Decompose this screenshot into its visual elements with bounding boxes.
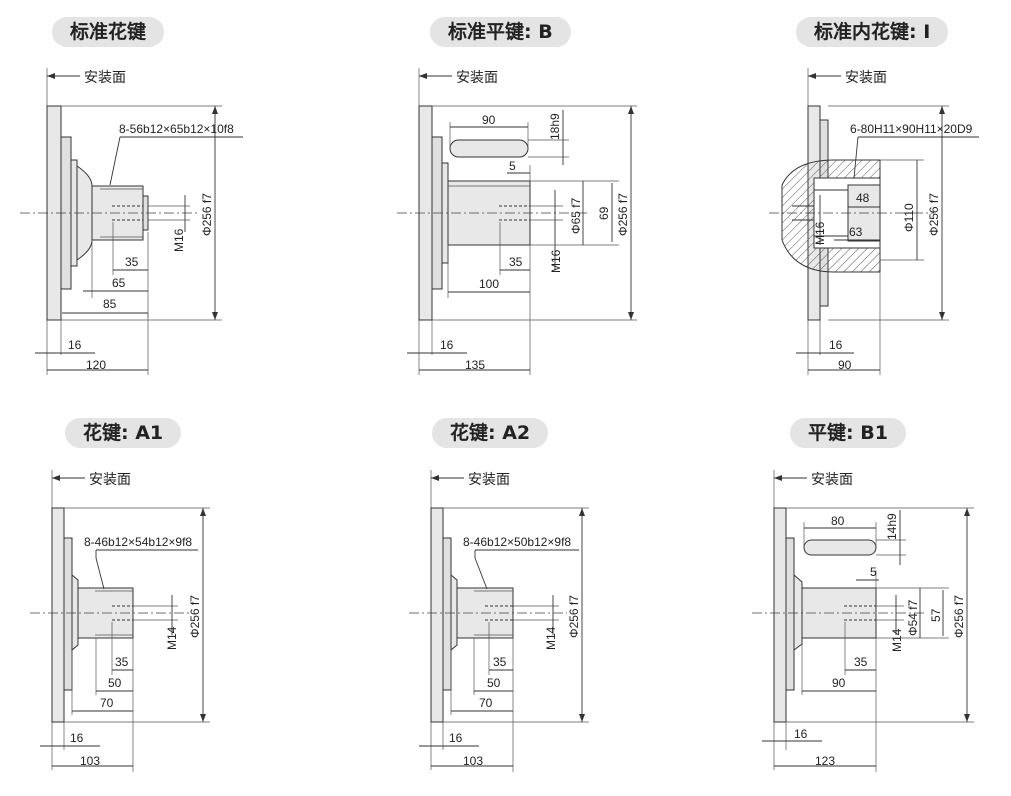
spline-spec: 6-80H11×90H11×20D9 bbox=[850, 122, 973, 136]
drawing-std-key: 安装面 90 18h9 5 M16 Φ65 f7 69 Φ256 f7 bbox=[397, 68, 637, 375]
spline-spec: 8-46b12×50b12×9f8 bbox=[463, 535, 571, 549]
drawing-key-b1: 安装面 80 14h9 5 M14 Φ54 f7 57 Φ256 f7 35 bbox=[752, 470, 974, 772]
dim-65: 65 bbox=[112, 276, 126, 290]
panel-spline-a1: 花键: A1 安装面 8-46b12×54b12×9f8 M14 Φ256 f7… bbox=[0, 400, 337, 796]
dim-16: 16 bbox=[440, 338, 454, 352]
install-face-label: 安装面 bbox=[456, 70, 498, 86]
dim-35: 35 bbox=[509, 255, 523, 269]
flange-dia-label: Φ256 f7 bbox=[952, 595, 966, 638]
thread-label: M14 bbox=[890, 628, 904, 652]
dim-35: 35 bbox=[854, 655, 868, 669]
dim-103: 103 bbox=[80, 754, 100, 768]
dim-70: 70 bbox=[100, 696, 114, 710]
panel-title: 平键: B1 bbox=[790, 418, 906, 448]
dim-103: 103 bbox=[463, 754, 483, 768]
install-face-label: 安装面 bbox=[84, 70, 126, 86]
dim-35: 35 bbox=[493, 655, 507, 669]
dim-65: Φ65 f7 bbox=[569, 197, 583, 234]
dim-35: 35 bbox=[125, 255, 139, 269]
dim-90: 90 bbox=[838, 358, 852, 372]
drawing-spline-a2: 安装面 8-46b12×50b12×9f8 M14 Φ256 f7 35 50 … bbox=[409, 470, 589, 772]
thread-label: M16 bbox=[549, 249, 563, 273]
flange-dia-label: Φ256 f7 bbox=[188, 595, 202, 638]
drawing-std-internal: 安装面 6-80H11×90H11×20D9 M16 48 63 Φ110 bbox=[769, 68, 979, 375]
install-face-label: 安装面 bbox=[89, 472, 131, 488]
flange-dia-label: Φ256 f7 bbox=[927, 193, 941, 236]
dim-50: 50 bbox=[108, 676, 122, 690]
panel-title: 标准内花键: I bbox=[796, 17, 949, 47]
thread-label: M16 bbox=[172, 228, 186, 252]
dim-48: 48 bbox=[856, 191, 870, 205]
dim-14h9: 14h9 bbox=[885, 513, 899, 540]
dim-70: 70 bbox=[479, 696, 493, 710]
panel-title: 花键: A2 bbox=[432, 418, 549, 448]
dim-100: 100 bbox=[479, 277, 499, 291]
dim-5: 5 bbox=[509, 159, 516, 173]
dim-50: 50 bbox=[487, 676, 501, 690]
panel-title: 花键: A1 bbox=[65, 418, 182, 448]
dim-123: 123 bbox=[815, 754, 835, 768]
thread-label: M14 bbox=[544, 626, 558, 650]
dim-16: 16 bbox=[829, 338, 843, 352]
panel-std-spline: 标准花键 安装面 8-56b12×65b12×10f8 M16 Φ256 f7 bbox=[0, 0, 337, 396]
dim-57: 57 bbox=[929, 608, 943, 622]
drawing-std-spline: 安装面 8-56b12×65b12×10f8 M16 Φ256 f7 35 bbox=[20, 68, 243, 375]
dim-110: Φ110 bbox=[902, 203, 916, 232]
dim-16: 16 bbox=[70, 731, 84, 745]
dim-69: 69 bbox=[597, 206, 611, 220]
panel-key-b1: 平键: B1 安装面 80 14h9 5 M14 Φ54 f7 57 Φ256 … bbox=[674, 400, 1011, 796]
dim-18h9: 18h9 bbox=[548, 113, 562, 140]
dim-90: 90 bbox=[832, 676, 846, 690]
flange-dia-label: Φ256 f7 bbox=[616, 193, 630, 236]
install-face-label: 安装面 bbox=[845, 70, 887, 86]
flange-dia-label: Φ256 f7 bbox=[200, 193, 214, 236]
thread-label: M16 bbox=[813, 221, 827, 245]
dim-120: 120 bbox=[86, 358, 106, 372]
dim-63: 63 bbox=[849, 225, 863, 239]
panel-title: 标准花键 bbox=[52, 17, 165, 47]
drawing-spline-a1: 安装面 8-46b12×54b12×9f8 M14 Φ256 f7 35 50 … bbox=[30, 470, 210, 772]
spline-spec: 8-46b12×54b12×9f8 bbox=[84, 535, 192, 549]
panel-title: 标准平键: B bbox=[430, 17, 571, 47]
dim-16: 16 bbox=[794, 727, 808, 741]
panel-spline-a2: 花键: A2 安装面 8-46b12×50b12×9f8 M14 Φ256 f7… bbox=[337, 400, 674, 796]
panel-std-key: 标准平键: B 安装面 90 18h9 5 M16 Φ65 f7 69 bbox=[337, 0, 674, 396]
panel-std-internal: 标准内花键: I 安装面 6-80H11×90H11×20D9 M16 48 6… bbox=[674, 0, 1011, 396]
dim-135: 135 bbox=[465, 358, 485, 372]
dim-5: 5 bbox=[870, 565, 877, 579]
dim-85: 85 bbox=[103, 297, 117, 311]
dim-16: 16 bbox=[449, 731, 463, 745]
dim-54: Φ54 f7 bbox=[906, 599, 920, 636]
dim-80: 80 bbox=[831, 514, 845, 528]
install-face-label: 安装面 bbox=[811, 472, 853, 488]
thread-label: M14 bbox=[165, 626, 179, 650]
dim-16: 16 bbox=[68, 338, 82, 352]
dim-35: 35 bbox=[115, 655, 129, 669]
install-face-label: 安装面 bbox=[468, 472, 510, 488]
flange-dia-label: Φ256 f7 bbox=[567, 595, 581, 638]
spline-spec: 8-56b12×65b12×10f8 bbox=[119, 122, 234, 136]
dim-90: 90 bbox=[482, 113, 496, 127]
